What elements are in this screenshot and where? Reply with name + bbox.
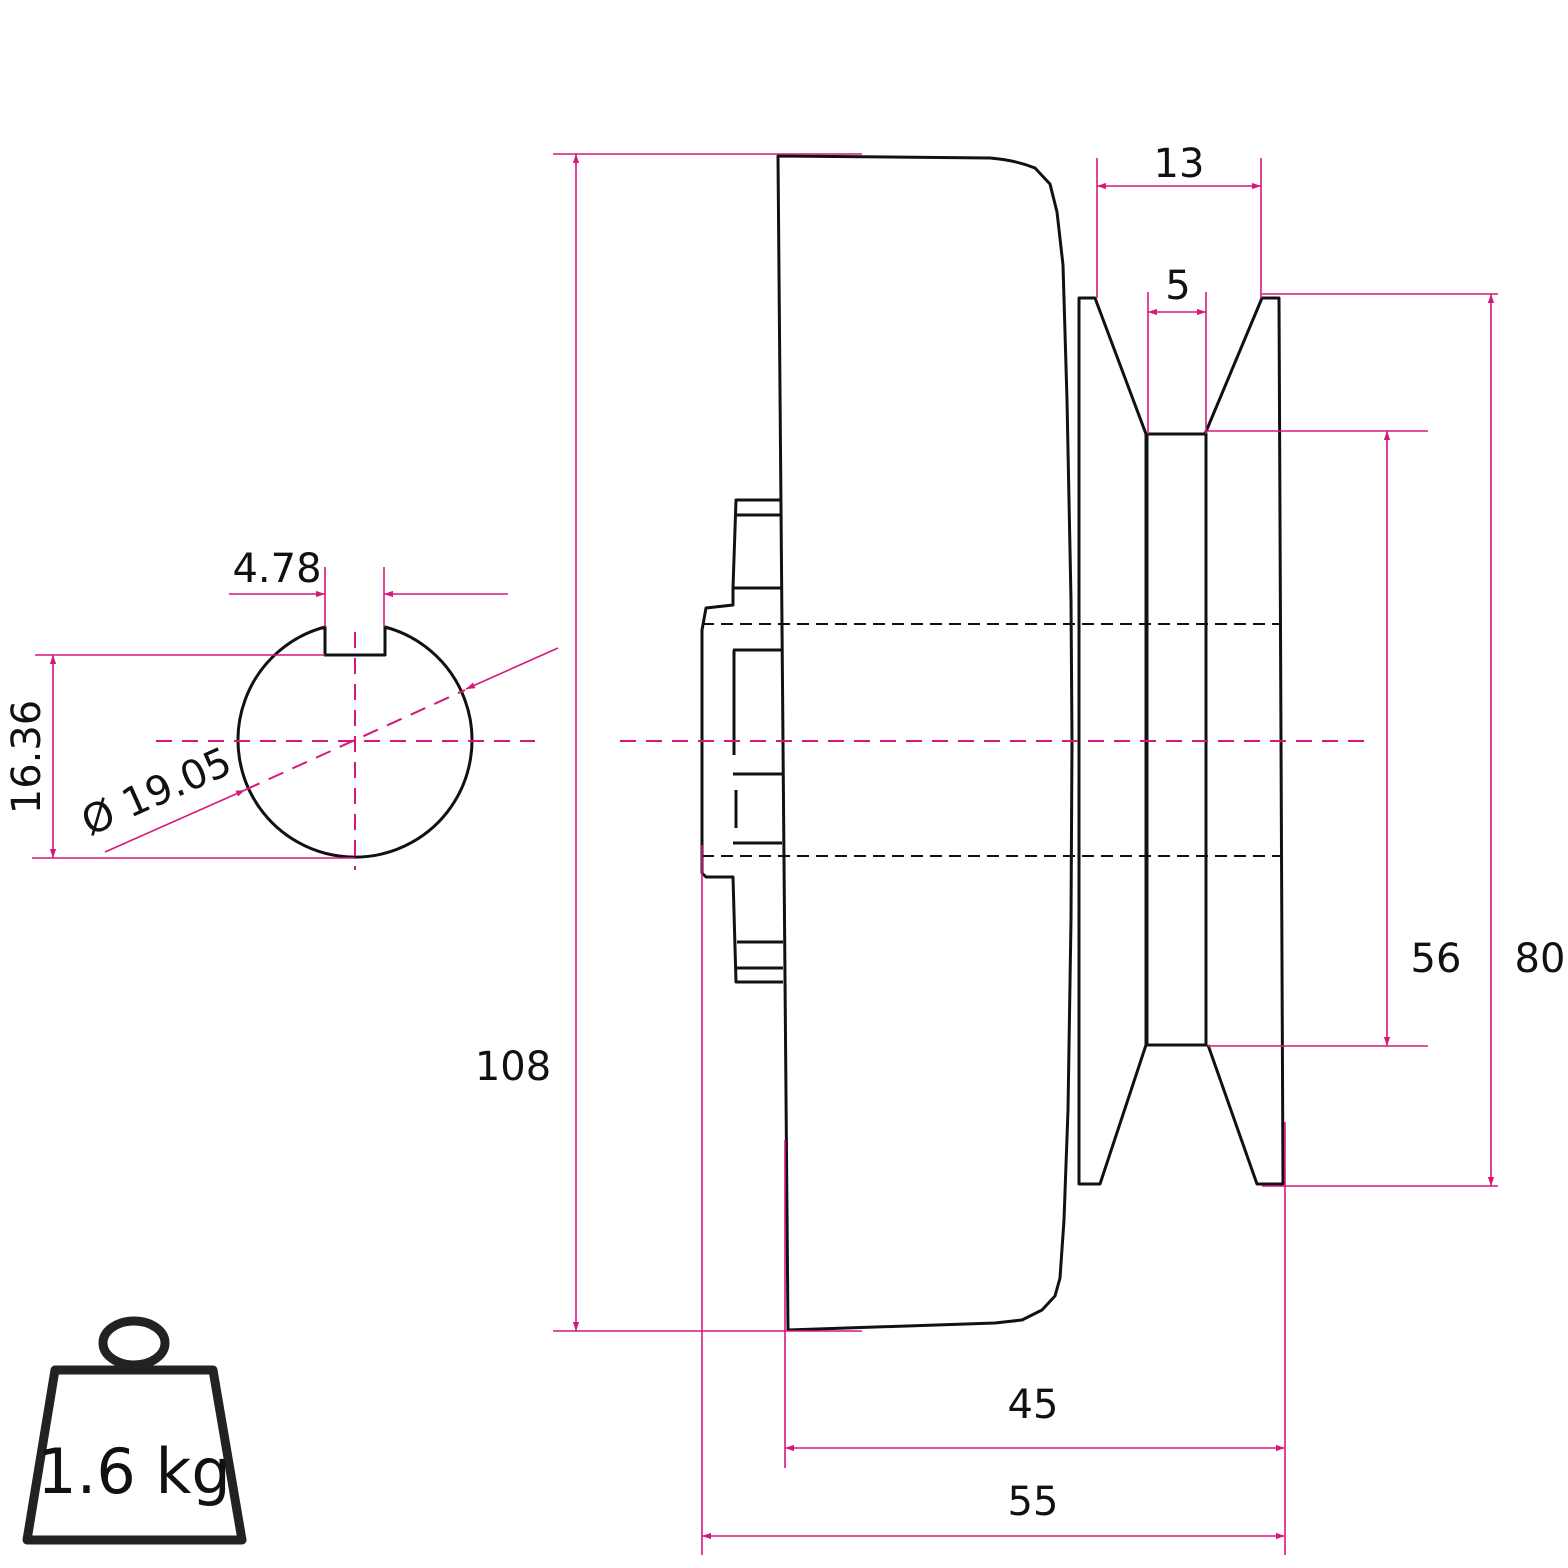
keyway-width-label: 4.78 — [232, 546, 321, 592]
key-height-label: 16.36 — [4, 700, 50, 815]
dim-108-label: 108 — [475, 1044, 551, 1090]
dim-13-label: 13 — [1154, 141, 1205, 187]
dim-56-label: 56 — [1411, 936, 1462, 982]
weight-body — [22, 1365, 247, 1545]
dim-45-label: 45 — [1008, 1382, 1059, 1428]
diameter-leader-lower — [104, 789, 246, 853]
hub-outline — [700, 498, 783, 984]
pulley-side-view: 108 13 5 56 80 45 55 — [475, 141, 1566, 1555]
weight-label: 1.6 kg — [37, 1435, 231, 1508]
diameter-leader-dashed — [244, 689, 466, 791]
dim-5-label: 5 — [1165, 263, 1190, 309]
drum-body — [776, 154, 1074, 1332]
shaft-section: 4.78 16.36 Ø 19.05 — [4, 546, 559, 870]
dim-55-label: 55 — [1008, 1479, 1059, 1525]
weight-ring — [98, 1316, 170, 1370]
dim-80-label: 80 — [1515, 936, 1566, 982]
diameter-leader-upper — [465, 647, 559, 690]
shaft-outline — [236, 625, 474, 859]
pulley-groove-bottom — [1145, 432, 1208, 1047]
weight-icon: 1.6 kg — [22, 1316, 247, 1545]
